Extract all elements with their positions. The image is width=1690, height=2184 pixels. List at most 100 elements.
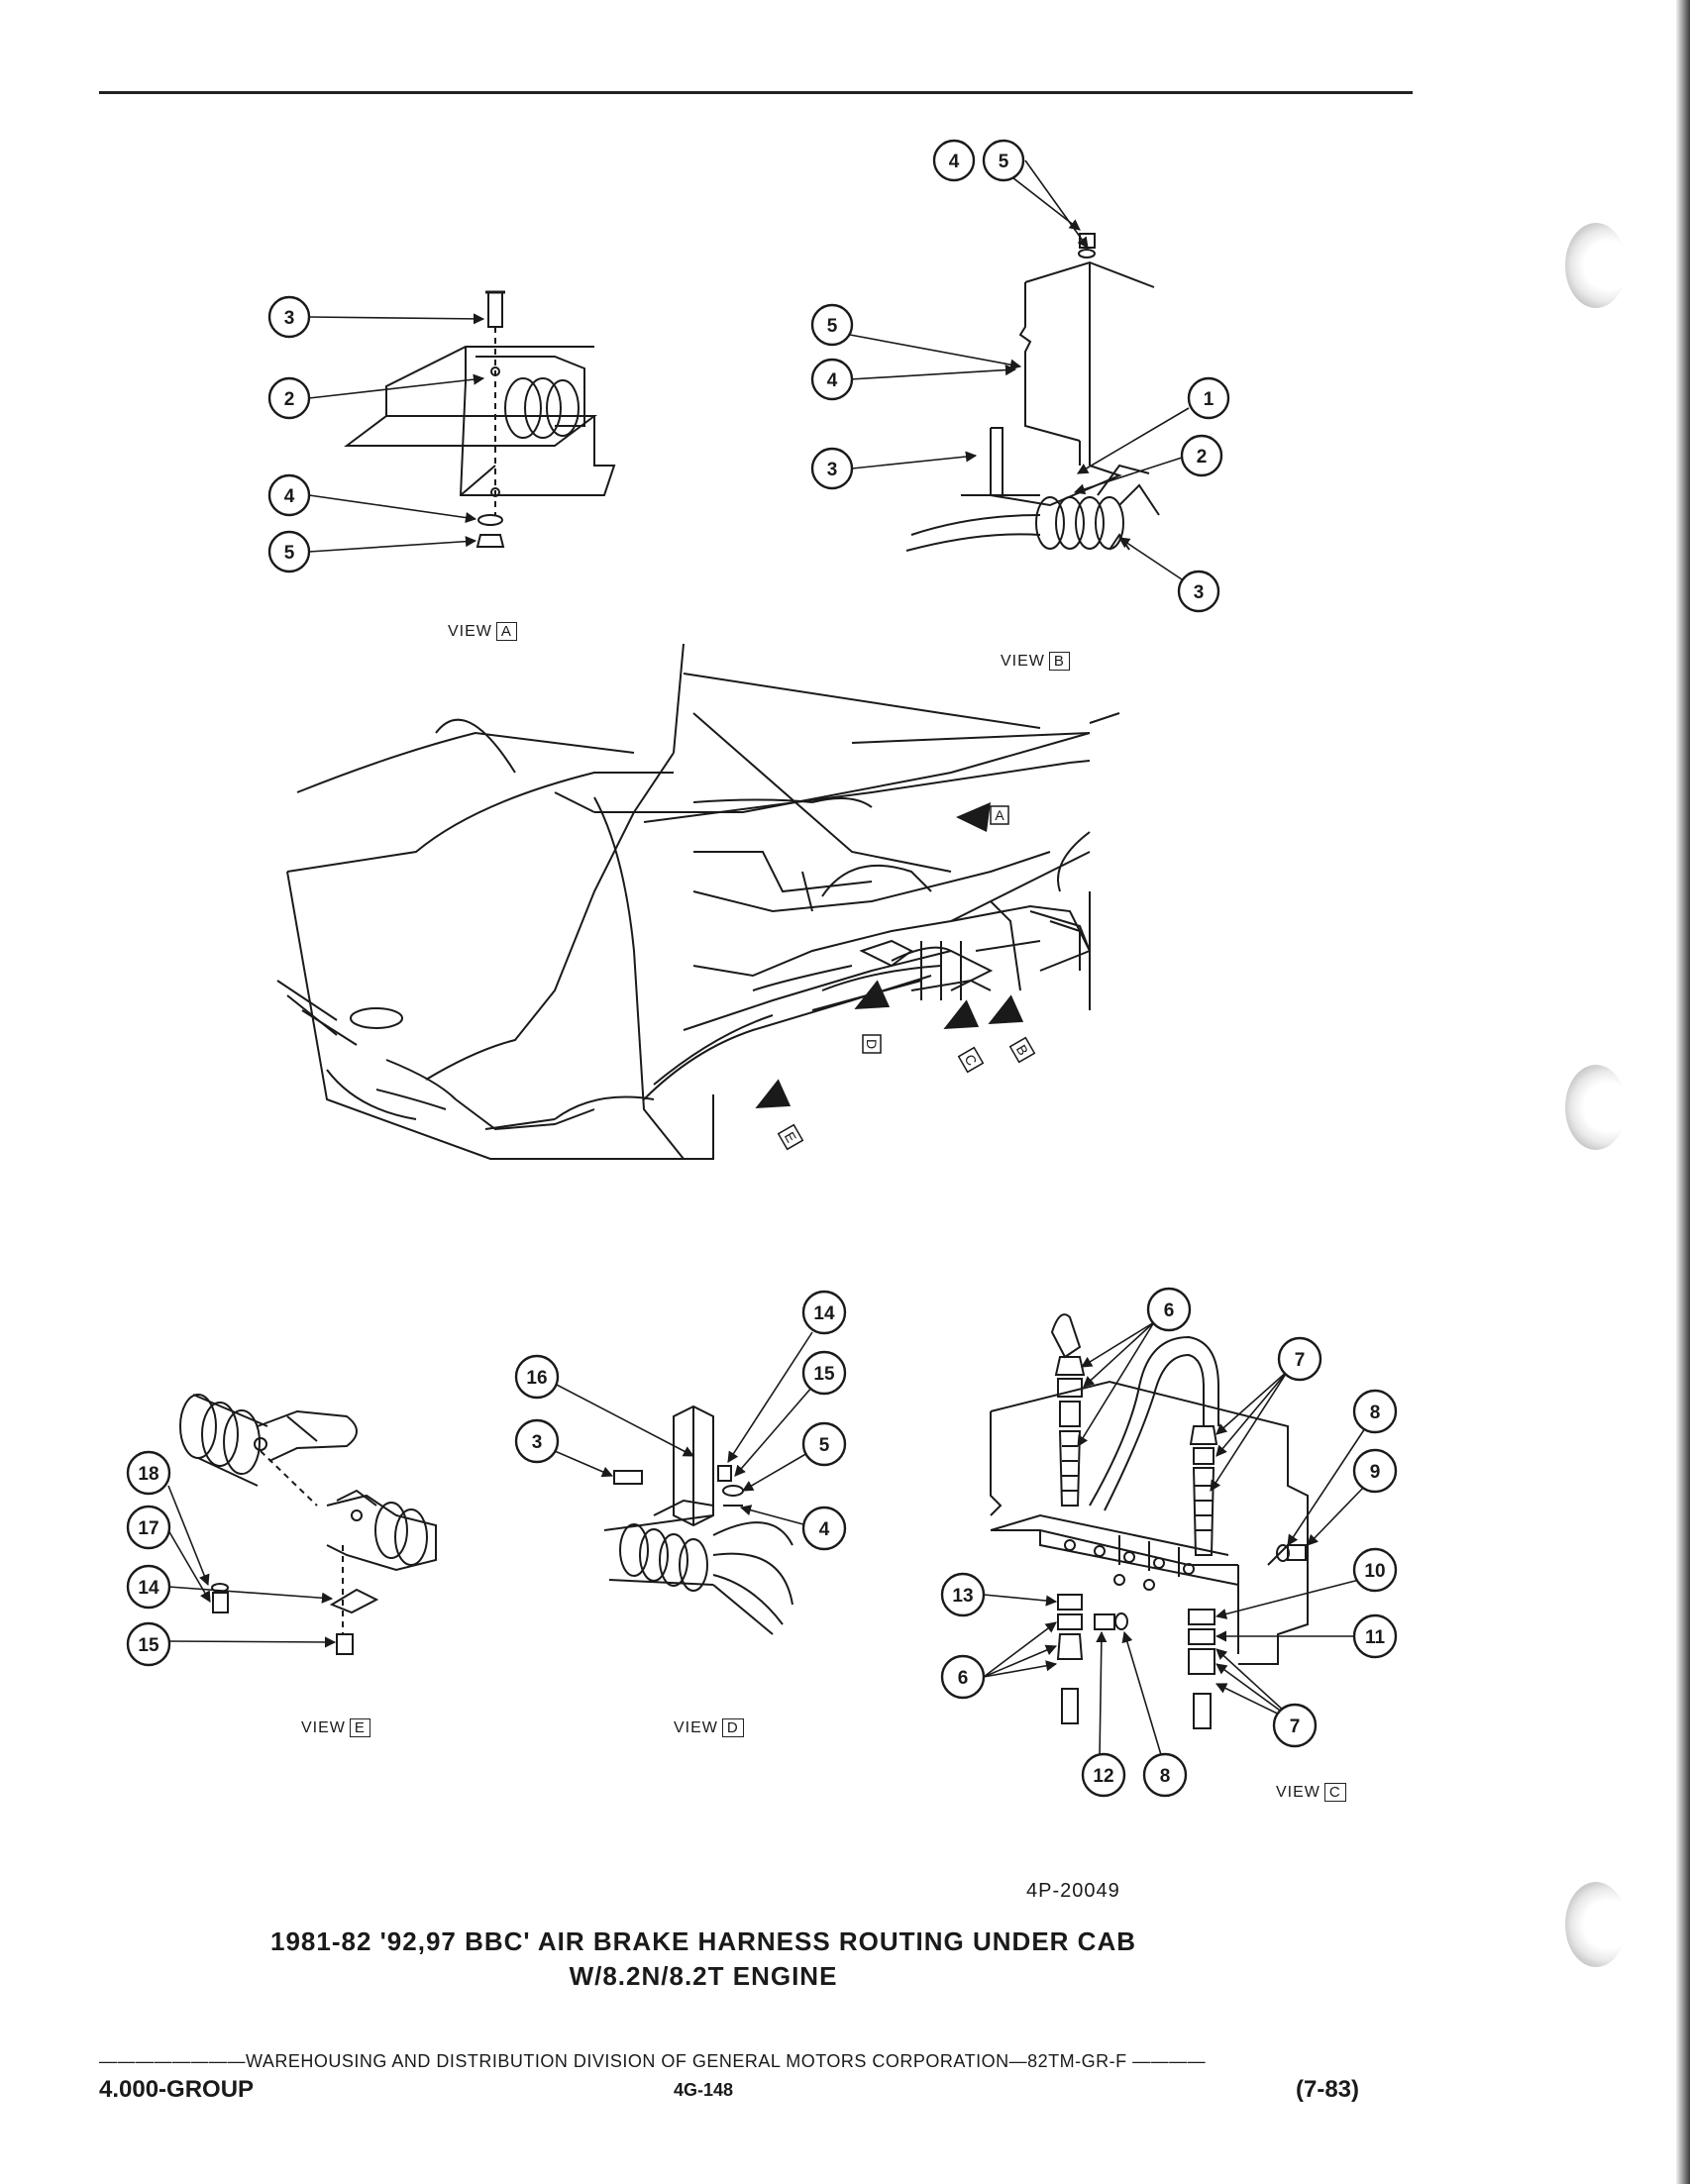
callout-number: 7 xyxy=(1290,1716,1301,1737)
callout-circle: 18 xyxy=(126,1450,171,1496)
callout-circle: 6 xyxy=(1146,1287,1192,1332)
view-b-drawing xyxy=(905,233,1160,552)
callout-circle: 10 xyxy=(1352,1547,1398,1593)
callout-number: 5 xyxy=(284,543,295,564)
callout-number: 14 xyxy=(138,1578,159,1599)
arrow-tag-letter: D xyxy=(864,1039,880,1049)
figure-caption-line-1: 1981-82 '92,97 BBC' AIR BRAKE HARNESS RO… xyxy=(269,1926,1136,1956)
view-e-leaders xyxy=(167,1485,337,1648)
callout-number: 15 xyxy=(138,1635,159,1656)
callout-number: 8 xyxy=(1160,1766,1171,1787)
view-word: VIEW xyxy=(301,1719,346,1736)
callout-circle: 9 xyxy=(1352,1448,1398,1494)
callout-number: 9 xyxy=(1370,1462,1381,1483)
callout-circle: 3 xyxy=(1177,570,1220,613)
footer-date: (7-83) xyxy=(1296,2076,1360,2103)
view-letter: E xyxy=(349,1718,370,1737)
callout-circle: 5 xyxy=(801,1421,847,1467)
view-letter: D xyxy=(721,1718,744,1737)
callout-number: 8 xyxy=(1370,1403,1381,1423)
callout-number: 4 xyxy=(949,152,960,172)
callout-circle: 12 xyxy=(1081,1752,1126,1798)
view-e-drawing xyxy=(179,1394,437,1655)
callout-circle: 4 xyxy=(267,473,311,517)
callout-number: 13 xyxy=(952,1586,973,1607)
binder-hole-bottom xyxy=(1565,1882,1627,1967)
callout-number: 11 xyxy=(1365,1627,1386,1648)
callout-circle: 4 xyxy=(801,1506,847,1551)
callout-number: 4 xyxy=(284,486,295,507)
callout-number: 5 xyxy=(827,316,838,337)
callout-circle: 1 xyxy=(1187,376,1230,420)
callout-circle: 15 xyxy=(801,1350,847,1396)
callout-circle: 14 xyxy=(801,1290,847,1335)
header-rule xyxy=(99,91,1413,94)
callout-circle: 7 xyxy=(1277,1336,1322,1382)
view-word: VIEW xyxy=(448,623,492,640)
main-assembly-drawing xyxy=(276,643,1120,1160)
callout-number: 6 xyxy=(958,1668,969,1689)
callout-number: 3 xyxy=(827,460,838,480)
drawing-number: 4P-20049 xyxy=(1026,1880,1120,1902)
view-letter: A xyxy=(495,622,517,641)
arrow-tag-d: D xyxy=(862,1034,882,1054)
arrow-tag-a: A xyxy=(990,805,1009,825)
callout-number: 18 xyxy=(138,1464,158,1485)
main-view-arrows xyxy=(755,802,1024,1108)
callout-circle: 5 xyxy=(982,139,1025,182)
view-a-leaders xyxy=(308,313,485,553)
callout-circle: 3 xyxy=(514,1418,560,1464)
view-letter: B xyxy=(1048,652,1070,671)
footer-group: 4.000-GROUP xyxy=(99,2076,255,2103)
callout-number: 3 xyxy=(532,1432,543,1453)
callout-circle: 7 xyxy=(1272,1703,1318,1748)
callout-circle: 3 xyxy=(810,447,854,490)
callout-number: 14 xyxy=(813,1303,835,1324)
callout-circle: 8 xyxy=(1352,1389,1398,1434)
callout-circle: 15 xyxy=(126,1621,171,1667)
view-d-drawing xyxy=(603,1404,793,1635)
callout-number: 17 xyxy=(138,1518,158,1539)
callout-number: 4 xyxy=(819,1519,830,1540)
view-letter: C xyxy=(1323,1783,1346,1802)
callout-number: 2 xyxy=(1197,447,1208,468)
callout-circle: 5 xyxy=(267,530,311,573)
callout-number: 5 xyxy=(819,1435,830,1456)
arrow-tag-b: B xyxy=(1008,1036,1036,1064)
callout-circle: 2 xyxy=(1180,434,1223,477)
callout-number: 16 xyxy=(526,1368,547,1389)
view-word: VIEW xyxy=(674,1719,718,1736)
view-d-leaders xyxy=(554,1331,815,1528)
callout-circle: 16 xyxy=(514,1354,560,1400)
callout-number: 10 xyxy=(1364,1561,1385,1582)
callout-circle: 8 xyxy=(1142,1752,1188,1798)
arrow-tag-e: E xyxy=(777,1123,804,1151)
callout-number: 15 xyxy=(813,1364,835,1385)
figure-caption-line-2: W/8.2N/8.2T ENGINE xyxy=(569,1961,838,1991)
callout-number: 2 xyxy=(284,389,295,410)
callout-circle: 17 xyxy=(126,1505,171,1550)
view-word: VIEW xyxy=(1276,1784,1320,1801)
callout-circle: 14 xyxy=(126,1564,171,1610)
callout-number: 1 xyxy=(1204,389,1215,410)
view-word: VIEW xyxy=(1001,653,1045,670)
callout-number: 12 xyxy=(1093,1766,1113,1787)
page-edge-shadow xyxy=(1676,0,1690,2184)
view-c-drawing xyxy=(990,1313,1309,1729)
footer-division-line: ————————WAREHOUSING AND DISTRIBUTION DIV… xyxy=(99,2051,1207,2071)
callout-number: 3 xyxy=(1194,582,1205,603)
callout-circle: 4 xyxy=(932,139,976,182)
callout-number: 6 xyxy=(1164,1300,1175,1321)
callout-circle: 11 xyxy=(1352,1613,1398,1659)
callout-circle: 4 xyxy=(810,358,854,401)
view-a-drawing xyxy=(344,290,616,548)
footer-page-number: 4G-148 xyxy=(674,2080,734,2100)
arrow-tag-c: C xyxy=(957,1046,985,1074)
binder-hole-top xyxy=(1565,223,1627,308)
